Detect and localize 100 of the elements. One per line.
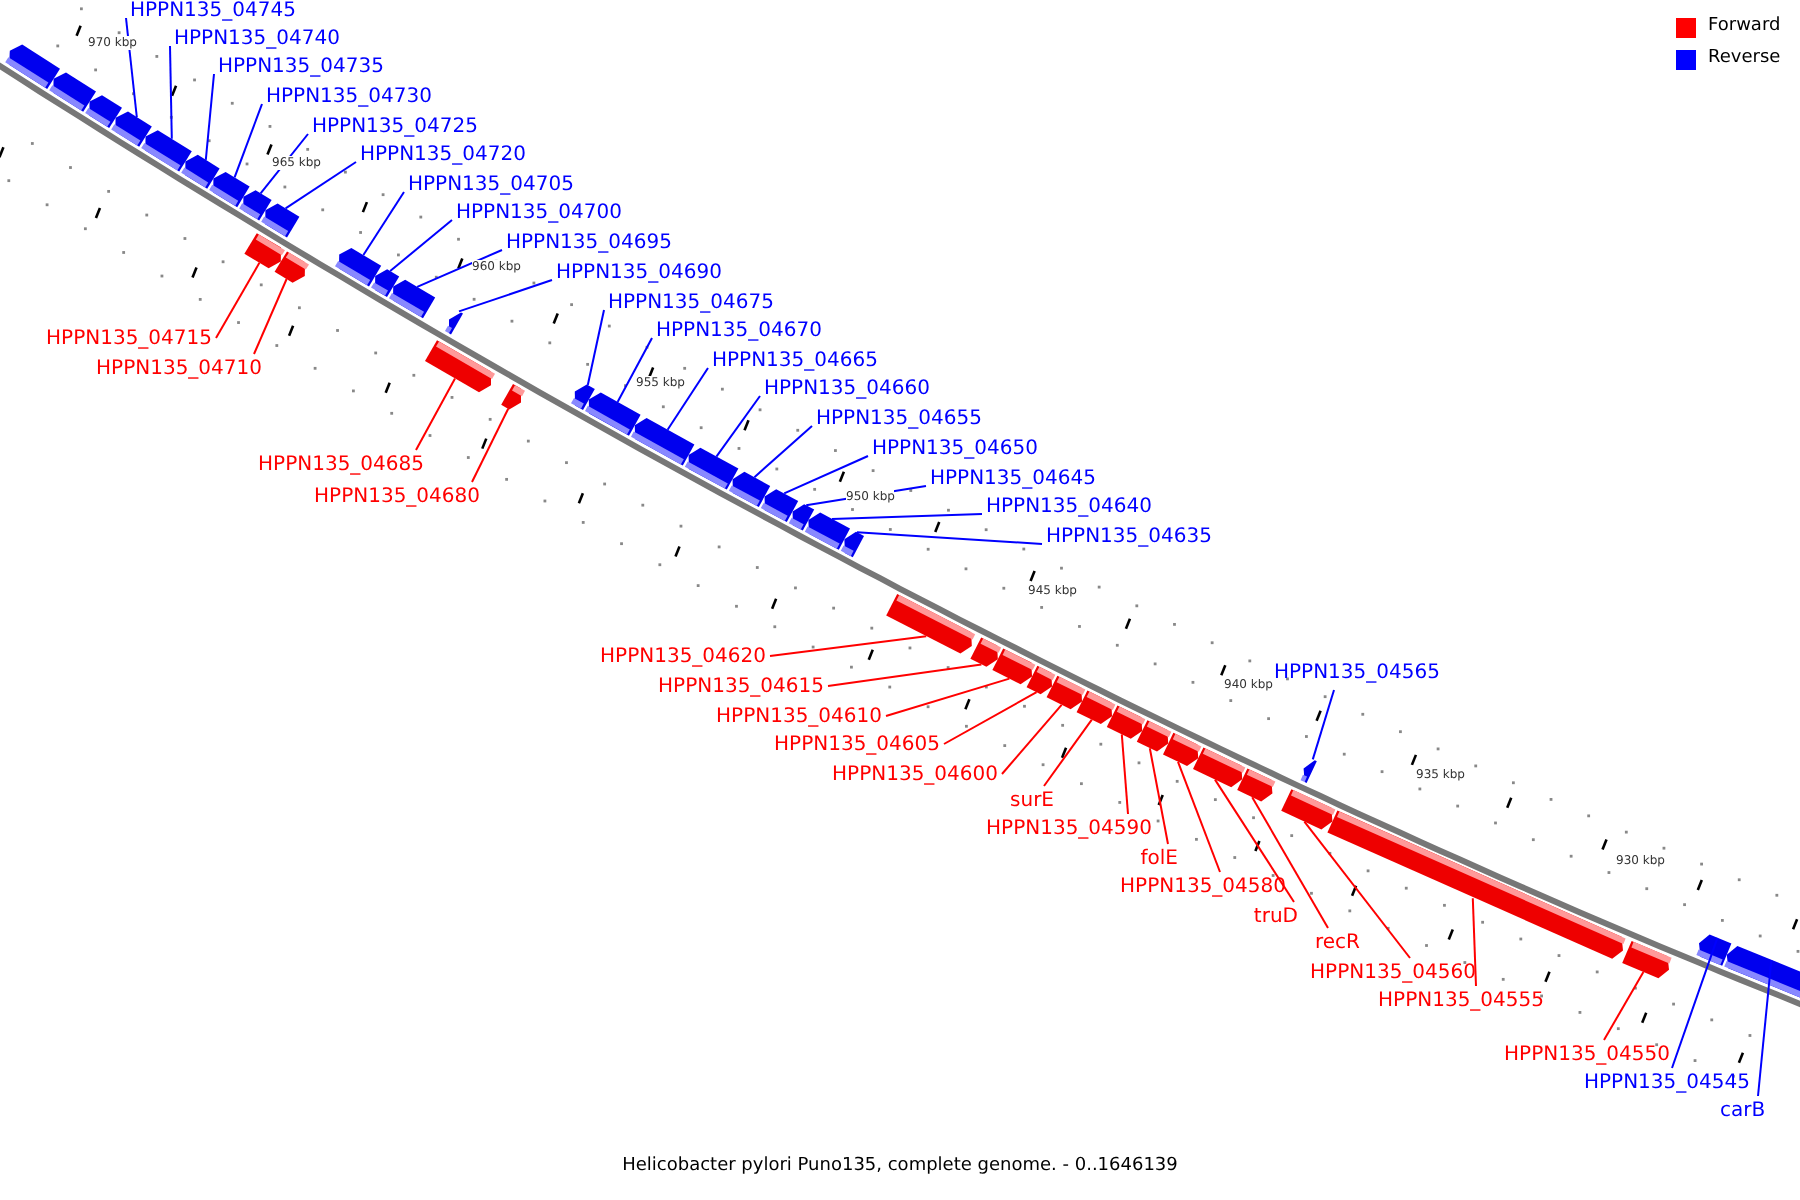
leader-line	[125, 17, 138, 118]
gene-feature	[1237, 768, 1276, 802]
gene-label: HPPN135_04680	[314, 486, 480, 510]
leader-line	[1043, 718, 1093, 787]
gene-label: HPPN135_04605	[774, 734, 940, 758]
gene-label: HPPN135_04690	[556, 262, 722, 286]
gene-feature	[1724, 946, 1800, 999]
leader-line	[389, 219, 453, 272]
gene-label: HPPN135_04700	[456, 202, 622, 226]
gene-feature	[631, 418, 695, 466]
leader-line	[471, 407, 510, 483]
leader-line	[666, 367, 709, 431]
leader-line	[1120, 733, 1129, 815]
leader-line	[885, 677, 1011, 717]
gene-label: surE	[1010, 790, 1054, 814]
gene-feature	[389, 279, 436, 319]
gene-label: HPPN135_04720	[360, 144, 526, 168]
leader-line	[1757, 959, 1773, 1097]
gene-label: HPPN135_04695	[506, 232, 672, 256]
gene-label: HPPN135_04580	[1120, 876, 1286, 900]
gene-feature	[1076, 690, 1116, 724]
legend-label: Reverse	[1708, 46, 1781, 72]
gene-label: truD	[1253, 906, 1298, 930]
gene-label: HPPN135_04610	[716, 706, 882, 730]
gene-label: HPPN135_04645	[930, 468, 1096, 492]
leader-line	[416, 249, 503, 288]
gene-label: HPPN135_04735	[218, 56, 384, 80]
leader-line	[769, 635, 928, 657]
leader-line	[1603, 971, 1645, 1041]
gene-feature	[1106, 705, 1146, 739]
gene-feature	[261, 203, 300, 238]
leader-line	[827, 663, 983, 687]
gene-feature	[501, 384, 525, 410]
leader-line	[1001, 703, 1063, 775]
gene-label: recR	[1315, 932, 1360, 956]
leader-line	[458, 279, 553, 313]
leader-line	[1303, 820, 1411, 959]
gene-feature	[335, 248, 382, 287]
gene-feature	[970, 637, 1002, 667]
leader-line	[753, 425, 813, 479]
leader-line	[943, 691, 1038, 745]
gene-label: HPPN135_04705	[408, 174, 574, 198]
leader-line	[284, 161, 357, 210]
gene-label: HPPN135_04545	[1584, 1072, 1750, 1096]
gene-label: HPPN135_04675	[608, 292, 774, 316]
leader-line	[233, 103, 263, 179]
gene-feature	[1281, 789, 1336, 830]
leader-line	[586, 309, 605, 386]
gene-feature	[244, 233, 285, 269]
gene-feature	[1026, 665, 1056, 695]
gene-label: HPPN135_04590	[986, 818, 1152, 842]
gene-feature	[684, 447, 739, 490]
gene-label: HPPN135_04640	[986, 496, 1152, 520]
leader-line	[1671, 936, 1719, 1069]
leader-line	[362, 191, 405, 256]
gene-label: HPPN135_04685	[258, 454, 424, 478]
gene-feature	[1622, 941, 1672, 979]
gene-label: HPPN135_04670	[656, 320, 822, 344]
gene-feature	[274, 251, 309, 283]
gene-label: HPPN135_04665	[712, 350, 878, 374]
gene-label: folE	[1140, 848, 1178, 872]
gene-label: HPPN135_04715	[46, 328, 212, 352]
gene-feature	[1163, 732, 1202, 766]
leader-line	[1471, 897, 1477, 987]
gene-feature	[1136, 720, 1172, 752]
caption: Helicobacter pylori Puno135, complete genome. - 0..1646139	[622, 1156, 1178, 1176]
leader-line	[783, 455, 869, 495]
gene-feature	[1046, 675, 1086, 710]
leader-line	[169, 45, 173, 140]
gene-label: HPPN135_04650	[872, 438, 1038, 462]
gene-feature	[585, 392, 641, 436]
leader-line	[616, 337, 653, 403]
gene-label: HPPN135_04620	[600, 646, 766, 670]
leader-line	[1251, 796, 1329, 929]
gene-feature	[425, 340, 495, 393]
leader-line	[1177, 760, 1221, 873]
gene-feature	[1193, 747, 1246, 788]
legend-label: Forward	[1708, 14, 1781, 40]
gene-feature	[886, 594, 976, 654]
leader-line	[856, 531, 1043, 545]
leader-line	[1311, 689, 1335, 761]
gene-label: HPPN135_04740	[174, 28, 340, 52]
gene-label: HPPN135_04635	[1046, 526, 1212, 550]
gene-label: HPPN135_04550	[1504, 1044, 1670, 1068]
gene-label: HPPN135_04615	[658, 676, 824, 700]
gene-label: HPPN135_04745	[130, 0, 296, 24]
gene-feature	[1696, 934, 1732, 966]
gene-feature	[111, 111, 152, 147]
gene-feature	[840, 531, 864, 558]
leader-line	[253, 278, 288, 355]
leader-line	[415, 377, 456, 451]
gene-feature	[728, 471, 771, 507]
leader-line	[715, 395, 761, 458]
leader-line	[1148, 747, 1169, 845]
gene-label: HPPN135_04565	[1274, 662, 1440, 686]
gene-label: HPPN135_04660	[764, 378, 930, 402]
gene-feature	[181, 154, 220, 189]
gene-feature	[445, 312, 463, 335]
gene-label: HPPN135_04655	[816, 408, 982, 432]
gene-label: carB	[1720, 1100, 1766, 1124]
